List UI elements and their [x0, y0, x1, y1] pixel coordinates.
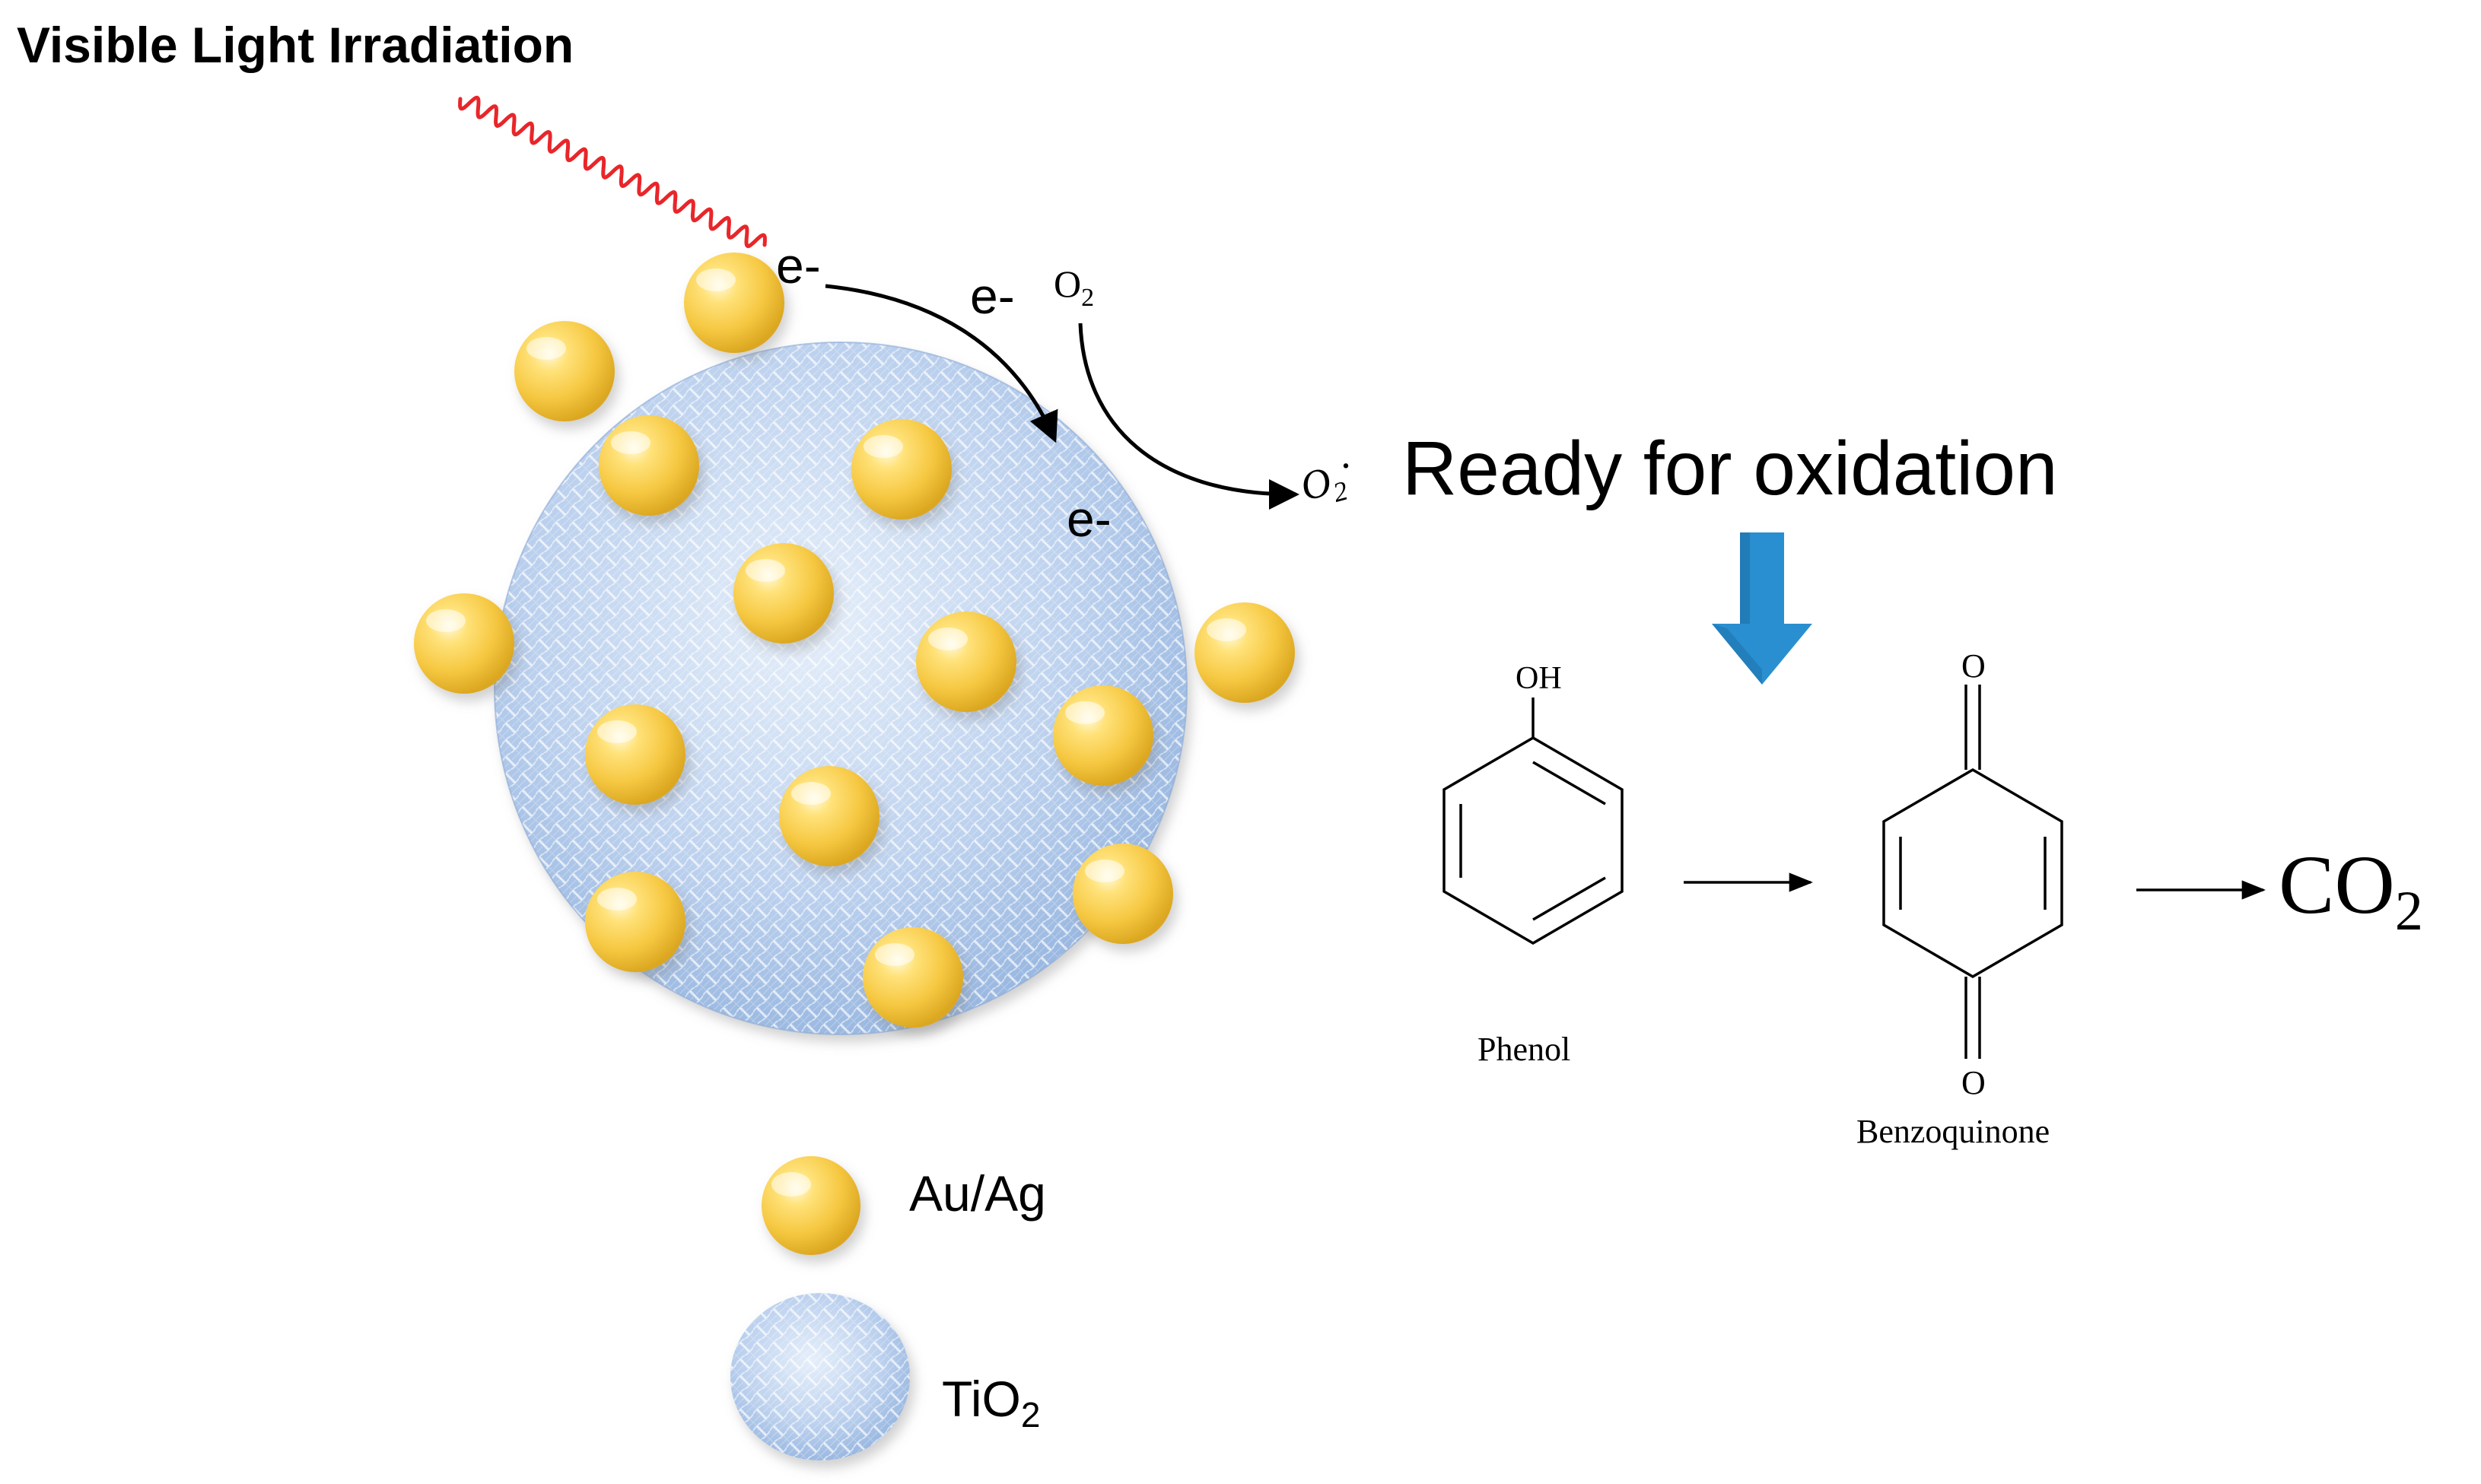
electron-transfer-arrow: [825, 284, 1058, 443]
superoxide-base: O: [1296, 458, 1336, 510]
nanoparticle-10: [1053, 685, 1153, 786]
oxygen-reduction-arrow: [1078, 323, 1299, 510]
title: Visible Light Irradiation: [17, 17, 574, 73]
nanoparticle-3: [599, 415, 699, 516]
nanoparticle-2: [514, 321, 615, 421]
benzoquinone-structure: [1882, 685, 2063, 1059]
nanoparticle-group: [414, 253, 1295, 1028]
oxygen-subscript: 2: [1081, 284, 1094, 312]
oxygen-base: O: [1054, 262, 1081, 305]
electron-label-3: e-: [1067, 491, 1112, 547]
benzoquinone-label: Benzoquinone: [1856, 1113, 2050, 1150]
benzoquinone-bottom-oxygen: O: [1961, 1064, 1986, 1101]
co2-base: CO: [2279, 838, 2395, 931]
nanoparticle-14: [863, 927, 963, 1028]
legend-tio2-subscript: 2: [1021, 1395, 1041, 1435]
phenol-oh-label: OH: [1516, 661, 1562, 696]
nanoparticle-6: [414, 593, 514, 694]
ready-for-oxidation-text: Ready for oxidation: [1402, 426, 2058, 511]
nanoparticle-9: [585, 704, 685, 805]
legend-nanoparticle-icon: [762, 1156, 860, 1255]
phenol-structure: [1442, 698, 1624, 945]
co2-subscript: 2: [2395, 880, 2423, 942]
light-wave-icon: [458, 95, 767, 249]
nanoparticle-11: [779, 766, 879, 866]
down-arrow-icon: [1712, 532, 1812, 685]
legend-tio2-base: TiO: [942, 1371, 1021, 1427]
tio2-particle: [494, 342, 1188, 1035]
legend-tio2-icon: [730, 1293, 910, 1460]
co2-product: CO2: [2279, 838, 2423, 942]
oxygen-molecule-label: O2: [1054, 262, 1094, 312]
benzoquinone-top-oxygen: O: [1961, 647, 1986, 685]
legend-tio2-label: TiO2: [942, 1371, 1040, 1435]
legend: Au/Ag TiO2: [730, 1156, 1046, 1460]
electron-label-1: e-: [776, 237, 821, 294]
nanoparticle-7: [916, 612, 1016, 712]
nanoparticle-12: [585, 872, 685, 972]
nanoparticle-4: [851, 419, 952, 520]
nanoparticle-1: [684, 253, 784, 353]
electron-label-2: e-: [970, 268, 1015, 324]
nanoparticle-13: [1073, 844, 1173, 944]
nanoparticle-5: [733, 543, 834, 643]
nanoparticle-8: [1194, 602, 1295, 703]
phenol-label: Phenol: [1477, 1031, 1570, 1068]
legend-nanoparticle-label: Au/Ag: [909, 1165, 1046, 1222]
superoxide-dot: ·: [1339, 443, 1353, 488]
